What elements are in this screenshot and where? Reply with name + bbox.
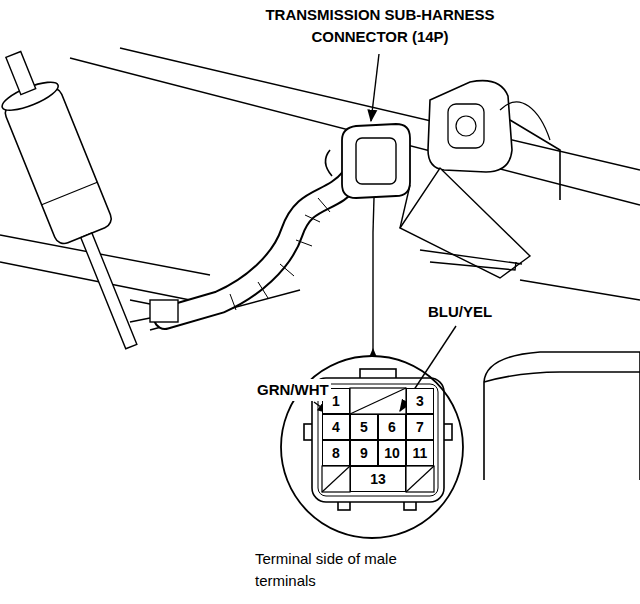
pin-cell: 6 bbox=[378, 414, 406, 440]
pin-cell: 9 bbox=[350, 440, 378, 466]
pin-cell: 3 bbox=[406, 388, 434, 414]
part-name: TRANSMISSION SUB-HARNESS CONNECTOR (14P) bbox=[245, 4, 515, 48]
pin-cell: 7 bbox=[406, 414, 434, 440]
pin-cell: 13 bbox=[350, 466, 406, 492]
magnifier-leader bbox=[367, 232, 379, 362]
pin-number: 11 bbox=[413, 446, 428, 460]
pin-number: 8 bbox=[332, 446, 340, 460]
wire-color: BLU/YEL bbox=[428, 301, 492, 323]
pin-number: 5 bbox=[360, 420, 368, 434]
fuel-filter bbox=[0, 43, 159, 358]
pin-number: 4 bbox=[332, 420, 340, 434]
view-caption: Terminal side of male terminals bbox=[255, 548, 420, 592]
reservoir-cylinder bbox=[484, 352, 640, 480]
pin-number: 13 bbox=[370, 472, 386, 486]
pin-number: 6 bbox=[388, 420, 396, 434]
body-panel-lines bbox=[0, 48, 640, 330]
empty-pin-cells bbox=[322, 388, 434, 492]
pin-number: 9 bbox=[360, 446, 368, 460]
harness-connector bbox=[325, 124, 410, 232]
wire-harness bbox=[130, 178, 352, 322]
pin-cell: 8 bbox=[322, 440, 350, 466]
mounting-bracket bbox=[400, 168, 530, 278]
pin-number: 7 bbox=[416, 420, 424, 434]
pin-number: 1 bbox=[332, 394, 340, 408]
pin-number: 10 bbox=[384, 446, 400, 460]
pin-cell: 4 bbox=[322, 414, 350, 440]
pin-number: 3 bbox=[416, 394, 424, 408]
wire-color: GRN/WHT bbox=[255, 379, 331, 401]
pin-cell: 5 bbox=[350, 414, 378, 440]
pin-cell: 11 bbox=[406, 440, 434, 466]
leader-arrows bbox=[314, 54, 456, 413]
pin-cell: 10 bbox=[378, 440, 406, 466]
